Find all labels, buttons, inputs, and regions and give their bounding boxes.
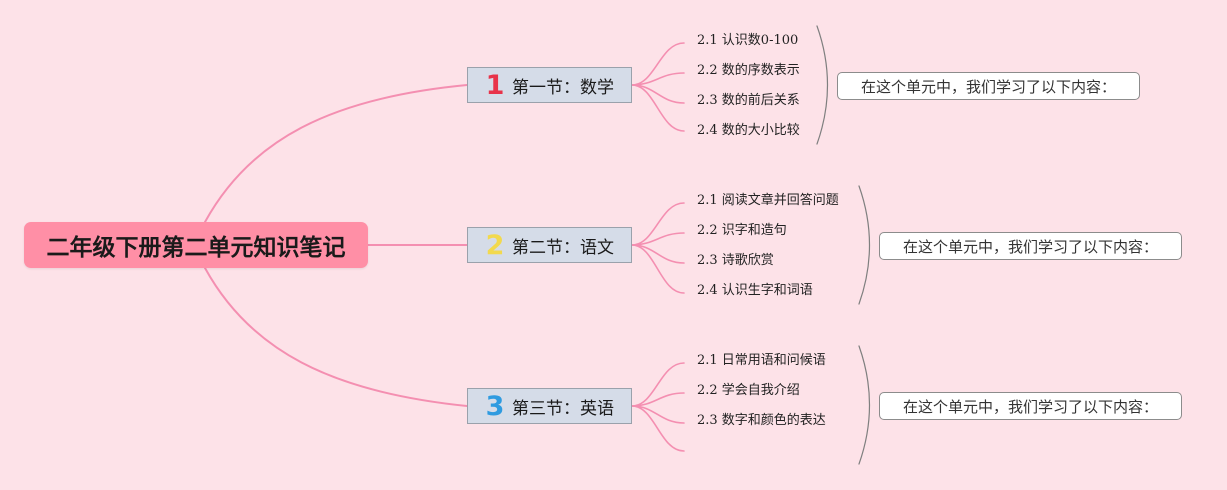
root-node[interactable]: 二年级下册第二单元知识笔记 (24, 222, 368, 268)
leaf-item[interactable]: 2.1 阅读文章并回答问题 (697, 193, 839, 208)
section-node-chinese[interactable]: 2 第二节：语文 (467, 227, 632, 263)
section-node-math[interactable]: 1 第一节：数学 (467, 67, 632, 103)
root-branch-line (204, 84, 468, 223)
summary-text: 在这个单元中，我们学习了以下内容： (902, 237, 1158, 256)
section-title: 第二节：语文 (512, 237, 614, 258)
section-title: 第一节：数学 (512, 77, 614, 98)
root-title: 二年级下册第二单元知识笔记 (46, 235, 346, 261)
brace-line (858, 185, 871, 305)
number-three-icon: 3 (485, 390, 505, 422)
leaf-item[interactable]: 2.4 数的大小比较 (697, 123, 800, 138)
leaf-branch-line (631, 84, 685, 132)
leaf-item[interactable]: 2.1 日常用语和问候语 (697, 353, 826, 368)
summary-box[interactable]: 在这个单元中，我们学习了以下内容： (879, 232, 1182, 260)
section-node-english[interactable]: 3 第三节：英语 (467, 388, 632, 424)
leaf-item[interactable]: 2.2 数的序数表示 (697, 63, 800, 78)
summary-box[interactable]: 在这个单元中，我们学习了以下内容： (837, 72, 1140, 100)
leaf-branch-line (631, 362, 685, 407)
summary-box[interactable]: 在这个单元中，我们学习了以下内容： (879, 392, 1182, 420)
number-one-icon: 1 (485, 69, 505, 101)
section-title: 第三节：英语 (512, 398, 614, 419)
leaf-item[interactable]: 2.1 认识数0-100 (697, 33, 799, 48)
leaf-branch-line (631, 405, 685, 452)
leaf-branch-line (631, 244, 685, 294)
leaf-item[interactable]: 2.2 识字和造句 (697, 223, 787, 238)
brace-line (858, 345, 871, 465)
leaf-item[interactable]: 2.3 数字和颜色的表达 (697, 413, 826, 428)
leaf-item[interactable]: 2.3 诗歌欣赏 (697, 253, 774, 268)
number-two-icon: 2 (485, 229, 505, 261)
leaf-item[interactable]: 2.4 认识生字和词语 (697, 283, 813, 298)
summary-text: 在这个单元中，我们学习了以下内容： (902, 397, 1158, 416)
leaf-item[interactable]: 2.2 学会自我介绍 (697, 383, 800, 398)
summary-text: 在这个单元中，我们学习了以下内容： (860, 77, 1116, 96)
leaf-item[interactable]: 2.3 数的前后关系 (697, 93, 800, 108)
brace-line (816, 25, 829, 145)
root-branch-line (204, 267, 468, 407)
